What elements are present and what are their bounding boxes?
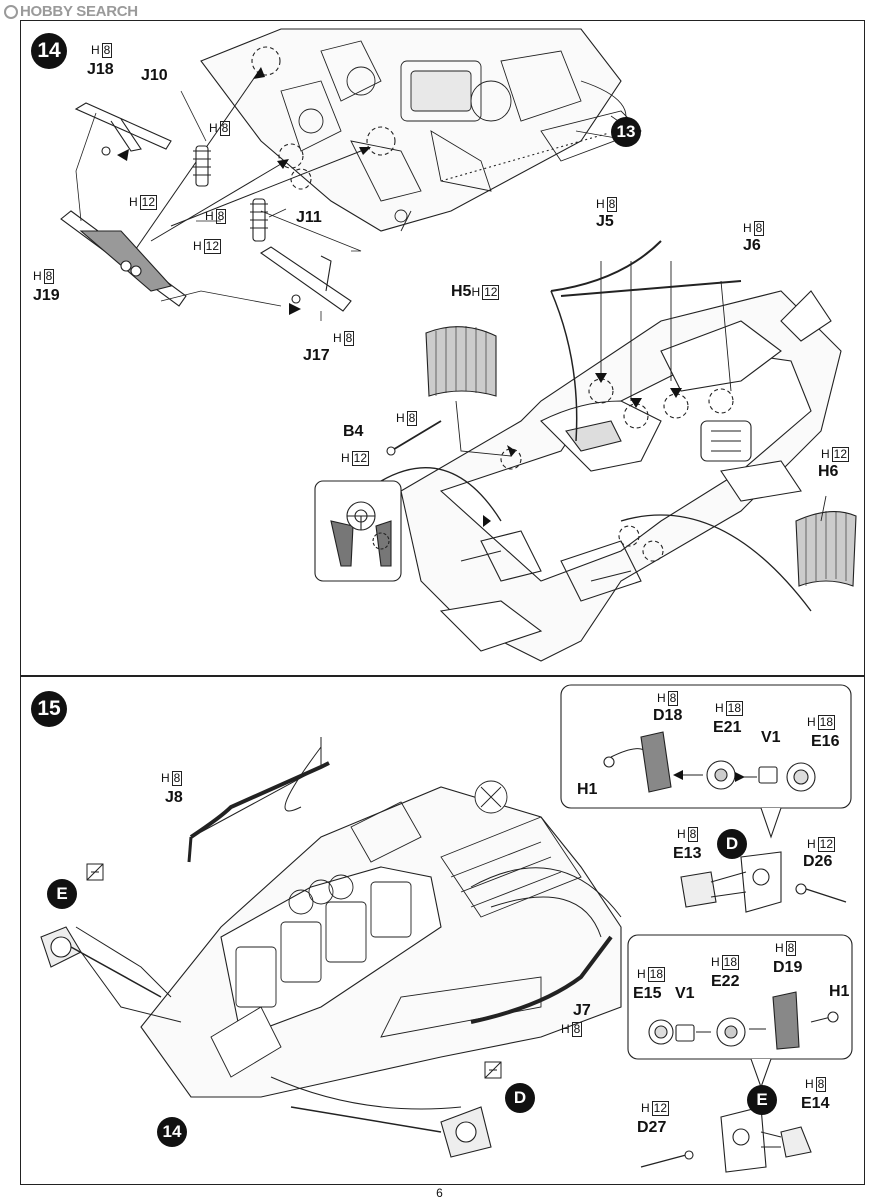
- label-v1-e: V1: [675, 985, 695, 1002]
- step-15-illustration: [40, 684, 853, 1173]
- subassembly-d-right: D: [505, 1083, 535, 1113]
- label-j11: J11: [296, 209, 322, 226]
- label-d26: D26: [803, 853, 833, 870]
- label-h1-d: H1: [577, 781, 598, 798]
- label-b4: B4: [343, 423, 364, 440]
- ref-step-14: 14: [157, 1117, 187, 1147]
- step-14-illustration: [60, 28, 857, 662]
- label-h6: H6: [818, 463, 839, 480]
- label-j5: J5: [596, 213, 614, 230]
- label-j17: J17: [303, 347, 330, 364]
- subassembly-d-label: D: [717, 829, 747, 859]
- label-h1-e: H1: [829, 983, 850, 1000]
- label-d27: D27: [637, 1119, 667, 1136]
- step-15-number: 15: [31, 691, 67, 727]
- label-j7: J7: [573, 1002, 591, 1019]
- label-e15: E15: [633, 985, 662, 1002]
- ref-step-13: 13: [611, 117, 641, 147]
- label-e13: E13: [673, 845, 702, 862]
- label-d18: D18: [653, 707, 683, 724]
- label-j18: J18: [87, 61, 114, 78]
- label-d19: D19: [773, 959, 803, 976]
- label-j8: J8: [165, 789, 183, 806]
- page-number: 6: [436, 1186, 443, 1200]
- subassembly-e-label: E: [747, 1085, 777, 1115]
- label-j19: J19: [33, 287, 60, 304]
- label-e14: E14: [801, 1095, 830, 1112]
- label-j10: J10: [141, 67, 168, 84]
- watermark-logo-icon: [4, 5, 18, 19]
- label-e16: E16: [811, 733, 840, 750]
- label-v1-d: V1: [761, 729, 781, 746]
- label-e21: E21: [713, 719, 742, 736]
- watermark: HOBBY SEARCH: [4, 3, 138, 20]
- subassembly-e-left: E: [47, 879, 77, 909]
- label-j6: J6: [743, 237, 761, 254]
- label-e22: E22: [711, 973, 740, 990]
- step-14-number: 14: [31, 33, 67, 69]
